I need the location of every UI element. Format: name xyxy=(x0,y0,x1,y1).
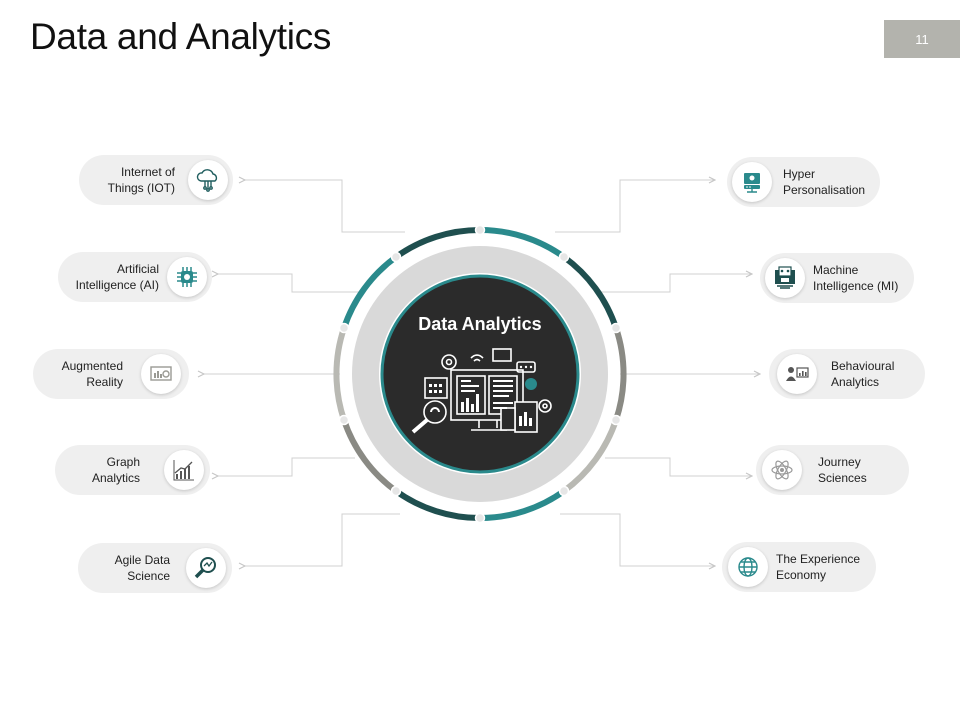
connector-machine xyxy=(600,274,752,293)
connector-experience xyxy=(560,513,715,566)
connector-journey xyxy=(605,457,752,476)
ring-joints xyxy=(338,224,622,524)
globe-icon xyxy=(728,547,768,587)
connectors-right xyxy=(555,180,760,566)
analytics-illustration-icon xyxy=(411,348,552,434)
server-icon xyxy=(732,162,772,202)
page-title: Data and Analytics xyxy=(30,16,332,57)
connector-ai xyxy=(218,274,360,293)
robot-icon xyxy=(765,258,805,298)
connectors-left xyxy=(204,180,405,566)
magnifier-icon xyxy=(186,548,226,588)
cloud-circuit-icon xyxy=(188,160,228,200)
user-chart-icon xyxy=(777,354,817,394)
connector-graph xyxy=(218,457,355,476)
connector-iot xyxy=(245,180,405,233)
center-title: Data Analytics xyxy=(418,314,542,334)
outer-ring xyxy=(333,226,627,522)
page-number: 11 xyxy=(884,20,960,58)
atom-icon xyxy=(762,450,802,490)
growth-chart-icon xyxy=(164,450,204,490)
screen-chart-icon xyxy=(141,354,181,394)
connector-agile xyxy=(245,513,400,566)
chip-icon xyxy=(167,257,207,297)
connector-hyper xyxy=(555,180,715,233)
